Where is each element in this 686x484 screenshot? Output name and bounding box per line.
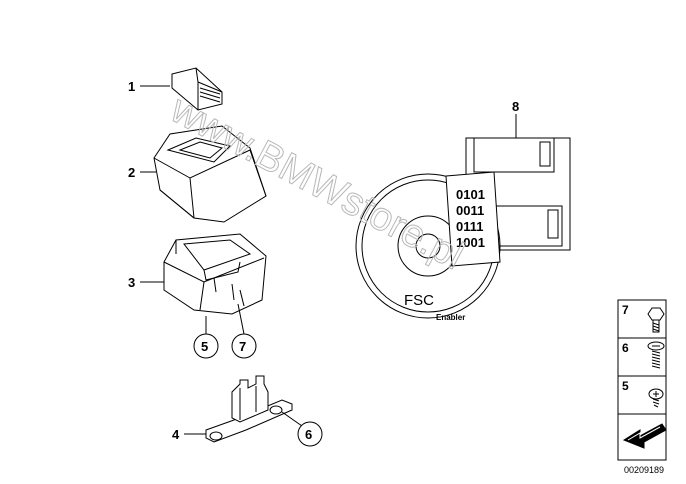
part-number-1: 1 (128, 79, 135, 94)
binary-line-1: 0101 (456, 187, 485, 202)
legend-number-5: 5 (622, 379, 629, 393)
part-8-software (355, 137, 571, 319)
part-1-cap (171, 67, 223, 111)
part-number-8: 8 (512, 99, 519, 114)
callout-number-6: 6 (305, 427, 312, 442)
binary-line-3: 0111 (456, 219, 484, 234)
part-number-2: 2 (128, 165, 135, 180)
leader-callout-6 (281, 411, 303, 427)
callout-circle-6 (297, 421, 323, 447)
bolt-icon (647, 307, 665, 333)
part-2-cover (153, 125, 267, 223)
part-4-bracket (205, 375, 293, 443)
cd-title: FSC (404, 292, 434, 309)
binary-line-4: 1001 (456, 235, 485, 250)
callout-number-7: 7 (239, 339, 246, 354)
part-number-3: 3 (128, 275, 135, 290)
callout-circle-5 (193, 333, 219, 359)
callout-number-5: 5 (201, 339, 208, 354)
legend-number-6: 6 (622, 341, 629, 355)
diagram-id: 00209189 (624, 465, 664, 475)
binary-line-2: 0011 (456, 203, 484, 218)
leader-callout-7 (237, 303, 245, 335)
legend-number-7: 7 (622, 303, 629, 317)
screw-icon (648, 388, 664, 408)
spring-washer-screw-icon (647, 341, 665, 369)
part-number-4: 4 (172, 427, 180, 442)
binary-label (445, 171, 501, 267)
cd-subtitle: Enabler (436, 313, 465, 322)
next-page-arrow-icon (622, 423, 667, 449)
callout-circle-7 (231, 333, 257, 359)
part-3-base (163, 233, 267, 315)
